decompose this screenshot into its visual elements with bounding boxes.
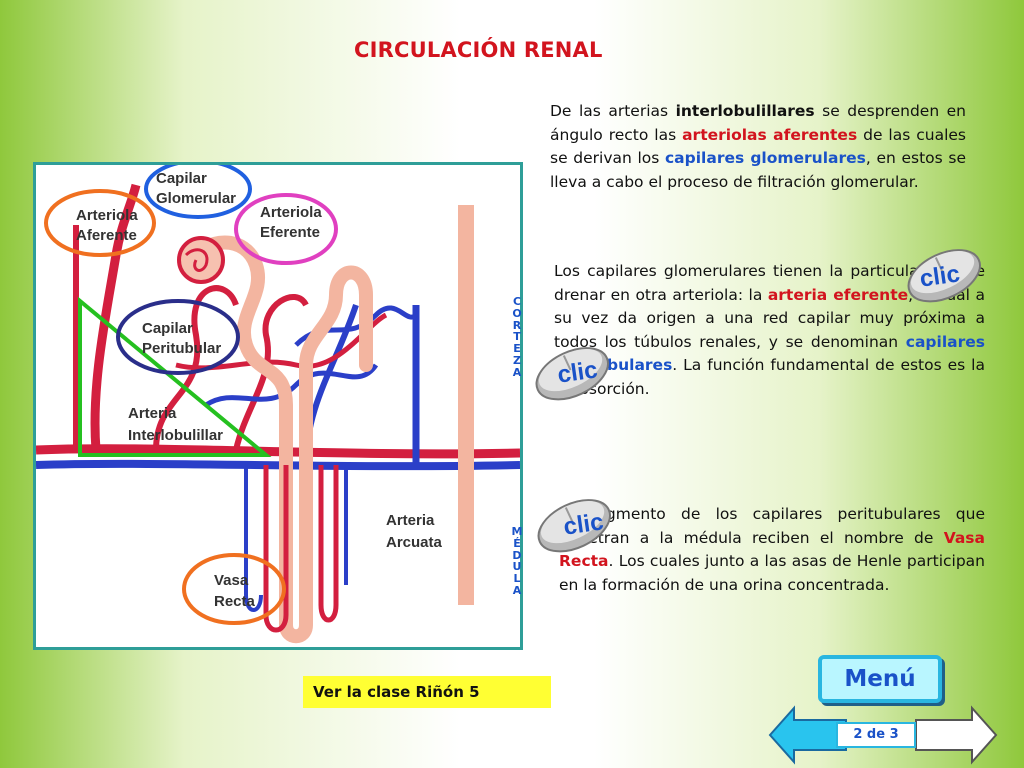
letter: E	[513, 342, 521, 356]
text: de las cuales se derivan los	[550, 125, 966, 168]
label-arteria-interlobulillar-1: Arteria	[128, 405, 177, 422]
clic-button-3[interactable]: clic	[528, 488, 618, 558]
term-arteriolas-aferentes: arteriolas aferentes	[682, 125, 858, 144]
text: , en estos se lleva a cabo el proceso de…	[550, 149, 966, 191]
ver-clase-link[interactable]: Ver la clase Riñón 5	[303, 676, 551, 708]
text: El segmento de los capilares peritubular…	[559, 505, 985, 547]
label-medula: M É D U L A	[510, 526, 524, 597]
paragraph-arteriolas: De las arterias interlobulillares se des…	[550, 100, 966, 194]
text: Los capilares glomerulares tienen la par…	[554, 262, 985, 304]
label-arteriola-aferente-1: Arteriola	[76, 207, 138, 224]
label-arteriola-aferente-2: Aferente	[76, 227, 137, 244]
text: . Los cuales junto a las asas de Henle p…	[559, 552, 985, 594]
clic-button-1[interactable]: clic	[898, 238, 988, 308]
renal-circulation-diagram: Capilar Glomerular Arteriola Aferente Ar…	[33, 159, 523, 650]
term-capilares-glomerulares: capilares glomerulares	[664, 149, 866, 167]
term-interlobulillares: interlobulillares	[675, 102, 815, 120]
term-arteria-eferente: arteria eferente	[767, 285, 909, 304]
prev-arrow-icon[interactable]	[768, 705, 847, 765]
label-capilar-glomerular-1: Capilar	[156, 170, 207, 187]
clic-label: clic	[562, 508, 605, 540]
label-arteriola-eferente-1: Arteriola	[260, 204, 322, 221]
label-capilar-peritubular-2: Peritubular	[142, 340, 221, 357]
page-indicator: 2 de 3	[836, 722, 916, 748]
label-capilar-glomerular-2: Glomerular	[156, 190, 236, 207]
triangle-outline	[78, 296, 272, 457]
letter: É	[513, 536, 521, 550]
label-arteriola-eferente-2: Eferente	[260, 224, 320, 241]
letter: Z	[513, 353, 521, 367]
label-capilar-peritubular-1: Capilar	[142, 320, 193, 337]
term-vasa-recta: Vasa Recta	[559, 528, 985, 571]
text: se desprenden en ángulo recto las	[550, 102, 966, 144]
text: De las arterias	[550, 102, 676, 120]
page-title: CIRCULACIÓN RENAL	[354, 38, 603, 62]
label-vasa-recta-1: Vasa	[214, 572, 249, 589]
mouse-icon: clic	[907, 249, 981, 303]
letter: C	[512, 295, 522, 308]
letter: M	[511, 525, 523, 538]
label-corteza: C O R T E Z A	[510, 296, 524, 379]
label-arteria-arcuata-2: Arcuata	[386, 534, 443, 551]
letter: D	[512, 548, 522, 562]
letter: T	[513, 330, 521, 344]
next-arrow-icon[interactable]	[915, 705, 998, 765]
letter: A	[512, 365, 522, 379]
letter: O	[512, 306, 522, 320]
label-vasa-recta-2: Recta	[214, 593, 256, 610]
label-arteria-interlobulillar-2: Interlobulillar	[128, 427, 223, 444]
clic-button-2[interactable]: clic	[526, 336, 616, 406]
letter: A	[512, 583, 522, 597]
mouse-icon: clic	[537, 499, 611, 553]
navigation-arrows	[768, 705, 998, 765]
diagram-svg: Capilar Glomerular Arteriola Aferente Ar…	[35, 159, 521, 644]
label-arteria-arcuata-1: Arteria	[386, 512, 435, 529]
letter: U	[512, 560, 522, 574]
mouse-icon: clic	[535, 347, 609, 401]
clic-label: clic	[556, 356, 599, 388]
letter: L	[513, 572, 521, 586]
paragraph-vasa-recta: El segmento de los capilares peritubular…	[559, 503, 985, 597]
letter: R	[512, 318, 522, 332]
menu-button[interactable]: Menú	[818, 655, 942, 703]
clic-label: clic	[918, 260, 961, 292]
